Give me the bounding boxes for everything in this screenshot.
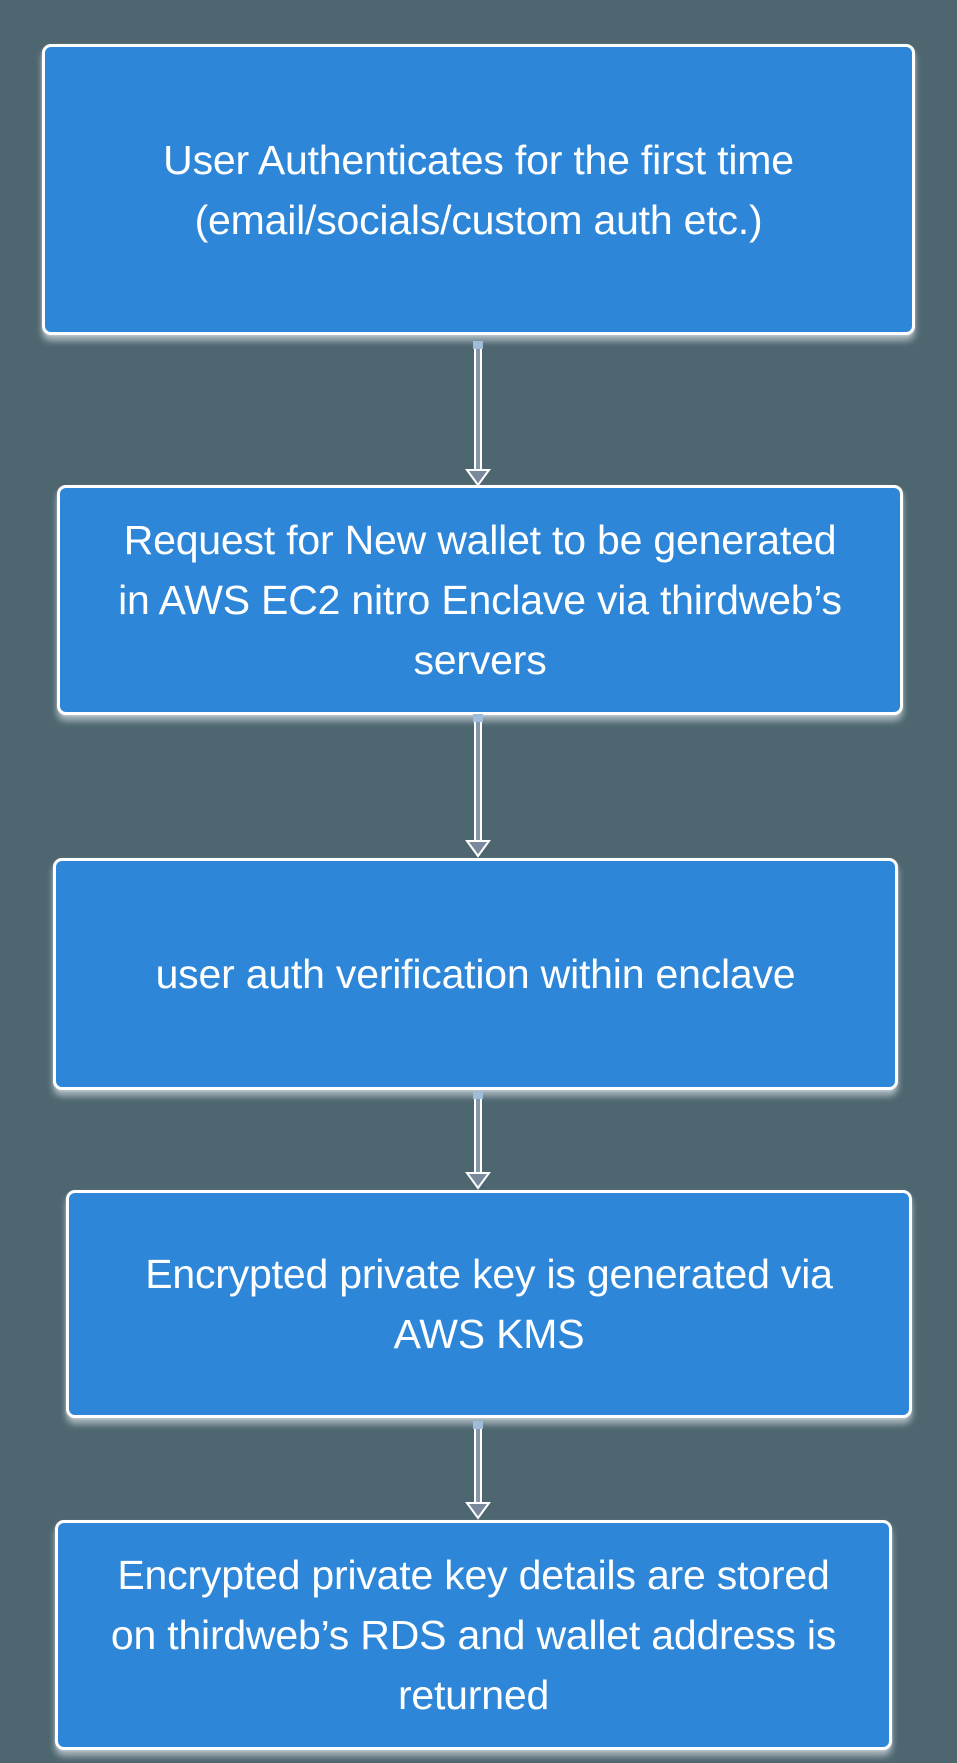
flow-node-label: Encrypted private key is generated via A… xyxy=(145,1251,833,1357)
arrowhead-icon xyxy=(465,469,491,487)
flow-node-auth-verification: user auth verification within enclave xyxy=(53,858,898,1090)
connector-start-nub xyxy=(473,1421,483,1429)
flow-node-user-authenticates: User Authenticates for the first time (e… xyxy=(42,44,915,335)
connector-start-nub xyxy=(473,341,483,349)
flow-node-label: User Authenticates for the first time (e… xyxy=(163,136,794,243)
arrowhead-icon xyxy=(465,1502,491,1520)
down-arrow-connector xyxy=(465,1091,491,1190)
flow-node-request-new-wallet: Request for New wallet to be generated i… xyxy=(57,485,903,715)
flow-node-key-generated: Encrypted private key is generated via A… xyxy=(66,1190,912,1418)
connector-start-nub xyxy=(473,1091,483,1099)
down-arrow-connector xyxy=(465,341,491,487)
flow-node-label: Encrypted private key details are stored… xyxy=(110,1552,837,1718)
arrowhead-icon xyxy=(465,1172,491,1190)
flow-node-label: Request for New wallet to be generated i… xyxy=(118,517,842,683)
flow-node-key-stored: Encrypted private key details are stored… xyxy=(55,1520,892,1750)
down-arrow-connector xyxy=(465,1421,491,1520)
flow-node-label: user auth verification within enclave xyxy=(155,951,796,997)
arrowhead-icon xyxy=(465,840,491,858)
down-arrow-connector xyxy=(465,714,491,858)
connector-start-nub xyxy=(473,714,483,722)
